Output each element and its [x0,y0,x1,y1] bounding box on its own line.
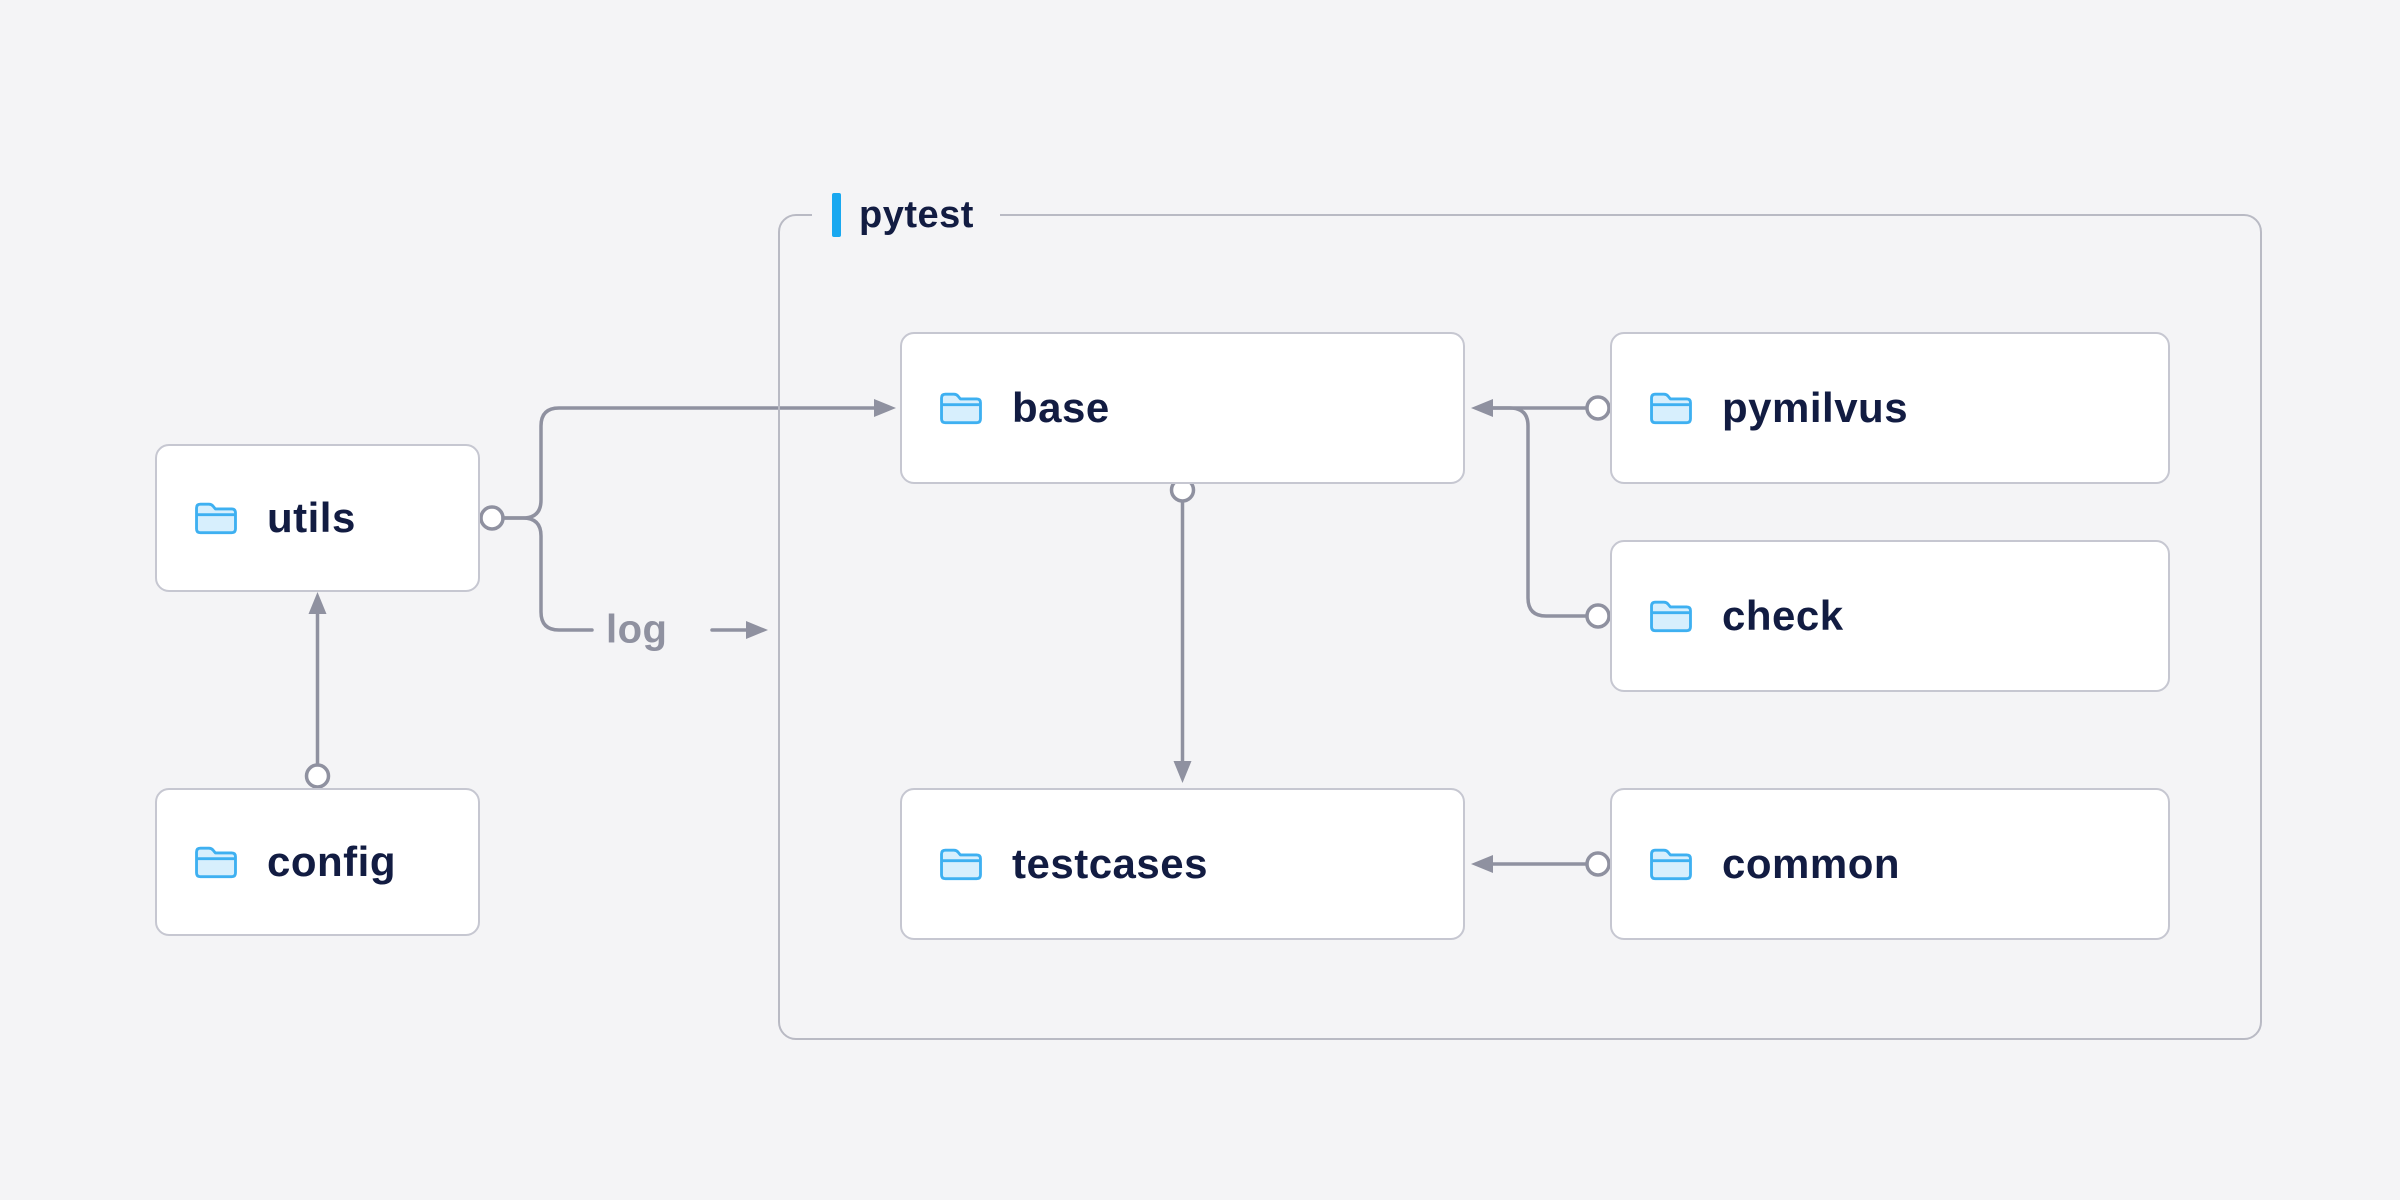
accent-bar [832,193,841,237]
node-label-config: config [267,838,396,885]
node-label-testcases: testcases [1012,840,1208,887]
node-label-base: base [1012,384,1110,431]
port-circle [1585,851,1611,877]
node-pymilvus: pymilvus [1610,332,2170,484]
edge-config-utils [304,592,331,789]
arrowhead-down [1173,761,1192,783]
port-circle [304,763,331,789]
node-label-pymilvus: pymilvus [1722,384,1909,431]
arrowhead-up [308,592,327,614]
folder-icon [1648,597,1694,635]
node-label-check: check [1722,592,1844,639]
pytest-group-label: pytest [812,188,1000,242]
node-base: base [900,332,1465,484]
node-label-utils: utils [267,494,356,541]
port-circle [1585,603,1611,629]
edge-check-base [1471,399,1611,629]
edge-label-log: log [606,607,668,652]
arrowhead-right [746,621,768,639]
node-utils: utils [155,444,480,592]
node-common: common [1610,788,2170,940]
node-check: check [1610,540,2170,692]
node-testcases: testcases [900,788,1465,940]
folder-icon [193,499,239,537]
edge-common-testcases [1471,851,1611,877]
pytest-group-box [778,214,2262,1040]
arrowhead-left [1471,855,1493,873]
folder-icon [1648,845,1694,883]
folder-icon [1648,389,1694,427]
port-circle [1585,395,1611,421]
node-label-common: common [1722,840,1901,887]
arrowhead-right [874,399,896,417]
port-circle [479,505,505,531]
group-label-text: pytest [859,193,974,236]
arrowhead-left [1471,399,1493,417]
folder-icon [193,843,239,881]
folder-icon [938,845,984,883]
edge-utils-log [501,516,768,639]
folder-icon [938,389,984,427]
node-config: config [155,788,480,936]
edge-utils-base [479,399,896,531]
